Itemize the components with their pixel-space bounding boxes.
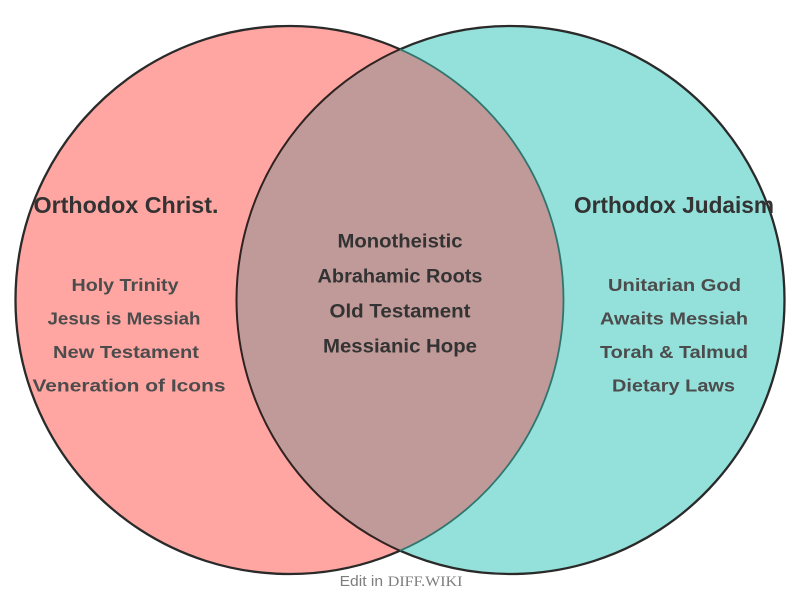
- svg-text:Unitarian God: Unitarian God: [608, 275, 741, 295]
- svg-text:Old Testament: Old Testament: [330, 302, 472, 323]
- svg-text:New Testament: New Testament: [53, 342, 199, 362]
- svg-text:Veneration of Icons: Veneration of Icons: [33, 376, 226, 396]
- svg-text:Awaits Messiah: Awaits Messiah: [600, 309, 748, 329]
- svg-text:Holy Trinity: Holy Trinity: [72, 275, 179, 295]
- svg-text:Monotheistic: Monotheistic: [338, 232, 463, 253]
- svg-text:Torah & Talmud: Torah & Talmud: [600, 342, 748, 362]
- svg-text:Jesus is Messiah: Jesus is Messiah: [48, 309, 201, 329]
- svg-text:Messianic Hope: Messianic Hope: [323, 337, 477, 358]
- svg-text:DIFF.WIKI: DIFF.WIKI: [388, 574, 463, 590]
- svg-text:Dietary Laws: Dietary Laws: [612, 376, 735, 396]
- svg-text:Orthodox Judaism: Orthodox Judaism: [574, 192, 774, 218]
- svg-text:Edit in: Edit in: [340, 574, 384, 590]
- svg-text:Orthodox Christ.: Orthodox Christ.: [34, 192, 219, 218]
- svg-text:Abrahamic Roots: Abrahamic Roots: [318, 267, 483, 288]
